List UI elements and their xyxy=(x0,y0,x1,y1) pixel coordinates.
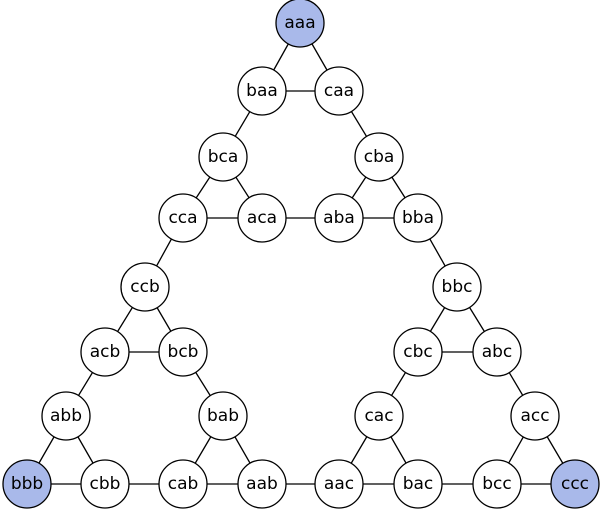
node-bca: bca xyxy=(198,132,248,182)
node-cba: cba xyxy=(354,132,404,182)
node-label-bbb: bbb xyxy=(11,474,43,494)
node-acb: acb xyxy=(80,327,130,377)
node-circle-abc xyxy=(472,327,522,377)
node-cbb: cbb xyxy=(80,459,130,509)
node-bba: bba xyxy=(393,193,443,243)
node-circle-bcb xyxy=(158,327,208,377)
node-label-bab: bab xyxy=(207,406,239,426)
node-label-ccc: ccc xyxy=(561,474,589,494)
node-bbc: bbc xyxy=(432,262,482,312)
node-cab: cab xyxy=(158,459,208,509)
node-label-cbc: cbc xyxy=(403,342,432,362)
node-circle-aca xyxy=(237,193,287,243)
node-circle-abb xyxy=(41,391,91,441)
node-circle-ccc xyxy=(550,459,600,509)
node-ccb: ccb xyxy=(120,262,170,312)
node-circle-baa xyxy=(237,66,287,116)
node-circle-acc xyxy=(510,391,560,441)
node-abb: abb xyxy=(41,391,91,441)
node-label-aca: aca xyxy=(247,208,277,228)
node-aba: aba xyxy=(314,193,364,243)
node-label-bca: bca xyxy=(208,147,239,167)
node-acc: acc xyxy=(510,391,560,441)
node-circle-acb xyxy=(80,327,130,377)
node-cca: cca xyxy=(158,193,208,243)
node-circle-bac xyxy=(393,459,443,509)
node-circle-bab xyxy=(198,391,248,441)
node-label-cac: cac xyxy=(364,406,393,426)
node-circle-aac xyxy=(314,459,364,509)
node-label-aac: aac xyxy=(324,474,354,494)
node-circle-bbb xyxy=(2,459,52,509)
node-ccc: ccc xyxy=(550,459,600,509)
node-label-aaa: aaa xyxy=(284,13,315,33)
node-cac: cac xyxy=(354,391,404,441)
node-circle-bbc xyxy=(432,262,482,312)
node-label-bac: bac xyxy=(403,474,434,494)
node-bcc: bcc xyxy=(472,459,522,509)
node-aab: aab xyxy=(237,459,287,509)
node-circle-cbc xyxy=(393,327,443,377)
node-label-ccb: ccb xyxy=(130,277,159,297)
node-label-caa: caa xyxy=(324,81,354,101)
node-label-aab: aab xyxy=(246,474,278,494)
node-label-cca: cca xyxy=(168,208,197,228)
node-caa: caa xyxy=(314,66,364,116)
node-circle-cab xyxy=(158,459,208,509)
node-bcb: bcb xyxy=(158,327,208,377)
node-circle-ccb xyxy=(120,262,170,312)
node-circle-aaa xyxy=(275,0,325,48)
node-aca: aca xyxy=(237,193,287,243)
edges-layer xyxy=(26,22,576,485)
node-abc: abc xyxy=(472,327,522,377)
node-circle-bba xyxy=(393,193,443,243)
node-circle-bcc xyxy=(472,459,522,509)
node-bac: bac xyxy=(393,459,443,509)
node-bbb: bbb xyxy=(2,459,52,509)
node-label-cbb: cbb xyxy=(90,474,121,494)
node-baa: baa xyxy=(237,66,287,116)
node-bab: bab xyxy=(198,391,248,441)
node-cbc: cbc xyxy=(393,327,443,377)
node-aaa: aaa xyxy=(275,0,325,48)
node-label-cab: cab xyxy=(168,474,199,494)
node-label-aba: aba xyxy=(323,208,355,228)
node-circle-caa xyxy=(314,66,364,116)
node-circle-bca xyxy=(198,132,248,182)
node-label-bcb: bcb xyxy=(168,342,199,362)
node-aac: aac xyxy=(314,459,364,509)
node-circle-aab xyxy=(237,459,287,509)
node-label-abc: abc xyxy=(482,342,513,362)
node-label-abb: abb xyxy=(50,406,82,426)
node-label-baa: baa xyxy=(246,81,278,101)
node-label-acc: acc xyxy=(520,406,549,426)
node-circle-cac xyxy=(354,391,404,441)
node-circle-aba xyxy=(314,193,364,243)
node-label-cba: cba xyxy=(364,147,395,167)
node-label-bbc: bbc xyxy=(442,277,473,297)
node-label-bba: bba xyxy=(402,208,434,228)
node-label-bcc: bcc xyxy=(482,474,511,494)
node-circle-cbb xyxy=(80,459,130,509)
node-circle-cca xyxy=(158,193,208,243)
node-label-acb: acb xyxy=(90,342,121,362)
node-circle-cba xyxy=(354,132,404,182)
